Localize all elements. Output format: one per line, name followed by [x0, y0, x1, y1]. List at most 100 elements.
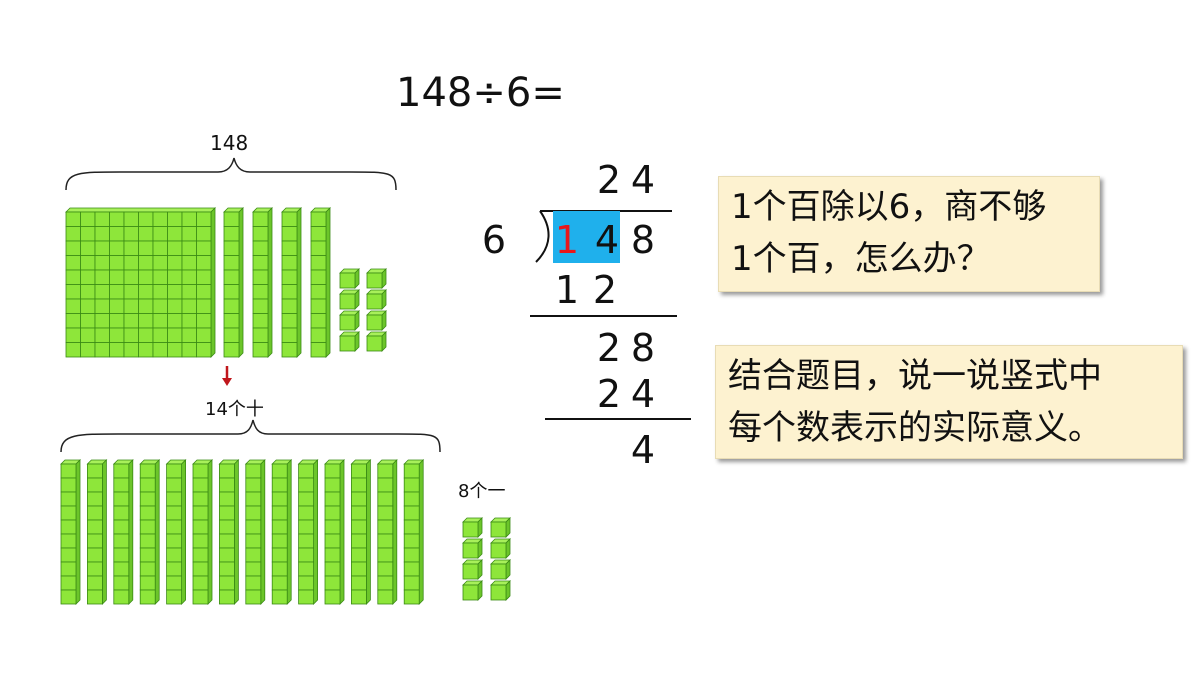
rod-unit [377, 533, 394, 549]
hundred-unit [94, 284, 110, 300]
hundred-unit [167, 313, 183, 329]
rod-unit [218, 519, 235, 535]
hundred-unit [138, 284, 154, 300]
rod-unit [192, 505, 209, 521]
rod-unit [245, 477, 262, 493]
hundred-unit [196, 327, 212, 343]
hundred-unit [109, 269, 125, 285]
rod-unit [166, 561, 183, 577]
rod-unit [60, 491, 77, 507]
rod-unit [350, 505, 367, 521]
rod-unit [60, 505, 77, 521]
rod-unit [324, 561, 341, 577]
rod-unit [271, 505, 288, 521]
rod-unit [252, 269, 269, 285]
bottom-one-cubes [462, 517, 511, 601]
one-cube [462, 542, 479, 559]
hundred-unit [94, 269, 110, 285]
label-ones: 8个一 [458, 481, 506, 502]
rod-unit [281, 284, 298, 300]
hundred-unit [94, 255, 110, 271]
hundred-unit [181, 211, 197, 227]
rod-unit [87, 561, 103, 577]
hundred-unit [181, 327, 197, 343]
hundred-unit [196, 240, 212, 256]
brace-bottom [60, 419, 441, 453]
hundred-unit [109, 240, 125, 256]
hundred-unit [65, 327, 81, 343]
rod-unit [166, 491, 183, 507]
rod-unit [324, 463, 341, 479]
step3-digit-b: 4 [630, 372, 656, 416]
rod-unit [60, 561, 77, 577]
rod-unit [350, 463, 367, 479]
rod-unit [87, 491, 103, 507]
rod-unit [350, 575, 367, 591]
rod-unit [60, 533, 77, 549]
rod-unit [377, 519, 394, 535]
rod-unit [324, 547, 341, 563]
hundred-unit [123, 298, 139, 314]
hundred-unit [167, 255, 183, 271]
hundred-unit [138, 342, 154, 358]
hundred-unit [196, 284, 212, 300]
rod-unit [139, 491, 156, 507]
rod-unit [223, 284, 240, 300]
note2-line1: 结合题目，说一说竖式中 [728, 356, 1102, 396]
rod-unit [60, 477, 77, 493]
rod-unit [245, 519, 262, 535]
hundred-unit [181, 342, 197, 358]
hundred-unit [123, 284, 139, 300]
rod-unit [87, 519, 103, 535]
hundred-unit [167, 298, 183, 314]
hundred-unit [80, 298, 96, 314]
rod-unit [324, 575, 341, 591]
hundred-unit [167, 269, 183, 285]
rod-unit [223, 211, 240, 227]
rod-unit [271, 491, 288, 507]
top-one-cubes [339, 268, 387, 352]
hundred-unit [94, 298, 110, 314]
note2-line2: 每个数表示的实际意义。 [728, 408, 1102, 448]
hundred-unit [138, 211, 154, 227]
hundred-unit [152, 327, 168, 343]
rod-unit [324, 491, 341, 507]
hundred-unit [196, 211, 212, 227]
one-cube [462, 521, 479, 538]
dividend-digit-hundreds: 1 [554, 218, 580, 262]
rod-unit [192, 491, 209, 507]
rod-unit [310, 226, 327, 242]
rod-unit [166, 477, 183, 493]
rod-unit [281, 240, 298, 256]
rod-unit [350, 477, 367, 493]
hundred-unit [123, 211, 139, 227]
rod-unit [218, 463, 235, 479]
hundred-unit [109, 298, 125, 314]
rod-unit [87, 477, 103, 493]
rod-unit [113, 477, 130, 493]
hundred-unit [152, 313, 168, 329]
hundred-unit [80, 313, 96, 329]
rod-unit [166, 575, 183, 591]
brace-top [65, 157, 397, 191]
hundred-unit [94, 226, 110, 242]
rod-unit [245, 491, 262, 507]
hundred-unit [80, 211, 96, 227]
hundred-unit [80, 269, 96, 285]
hundred-unit [152, 342, 168, 358]
hundred-unit [181, 284, 197, 300]
rod-unit [403, 589, 420, 605]
hundred-unit [109, 313, 125, 329]
hundred-unit [94, 342, 110, 358]
hundred-unit [196, 269, 212, 285]
rod-unit [403, 533, 420, 549]
one-cube [462, 584, 479, 601]
rod-unit [218, 491, 235, 507]
hundred-unit [181, 226, 197, 242]
rod-unit [324, 505, 341, 521]
rod-unit [139, 519, 156, 535]
one-cube [490, 584, 507, 601]
rod-unit [271, 533, 288, 549]
hundred-unit [123, 327, 139, 343]
